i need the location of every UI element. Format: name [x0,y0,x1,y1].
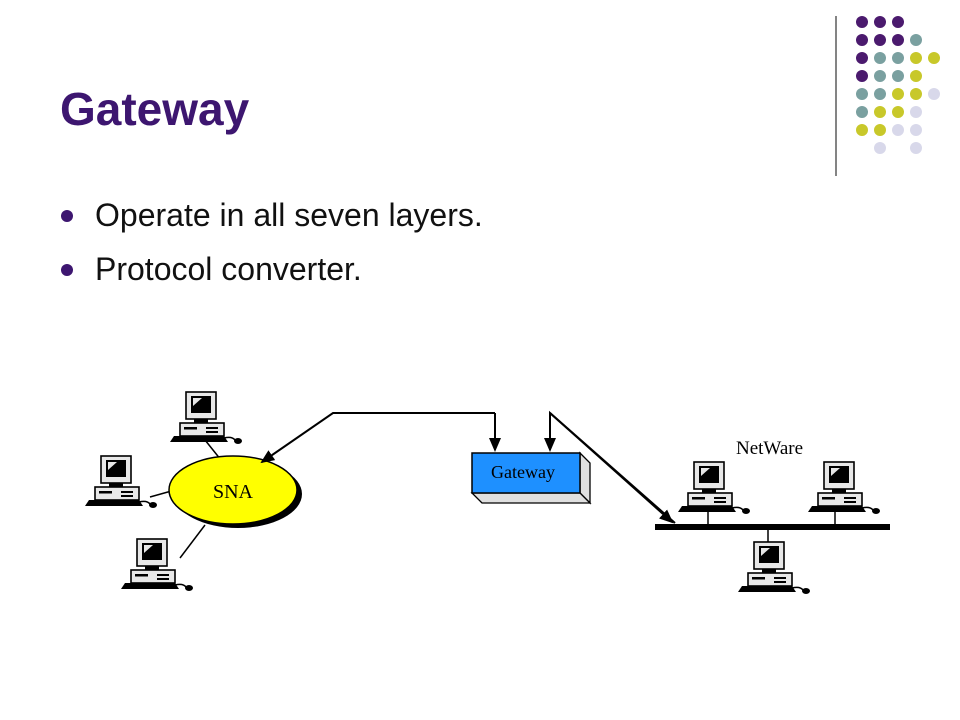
bullet-text: Protocol converter. [95,251,362,287]
decorative-dot-grid [835,16,940,176]
netware-label: NetWare [736,438,803,459]
bullet-dot-icon [61,210,73,222]
sna-link-line [179,524,206,559]
sna-network-ellipse: SNA [168,455,302,528]
bullet-dot-icon [61,264,73,276]
bullet-list: Operate in all seven layers. Protocol co… [60,188,483,296]
computer-icon [84,455,158,509]
computer-icon [807,461,881,515]
computer-icon [737,541,811,595]
sna-label: SNA [213,481,254,503]
slide-title: Gateway [60,83,250,135]
arrow-to-sna [260,412,495,464]
computer-icon [120,538,194,592]
bullet-text: Operate in all seven layers. [95,197,483,233]
bullet-item: Protocol converter. [60,242,483,296]
computer-icon [677,461,751,515]
bullet-item: Operate in all seven layers. [60,188,483,242]
gateway-label: Gateway [491,462,555,482]
computer-icon [169,391,243,445]
gateway-box: Gateway [470,451,592,505]
arrow-to-netware [549,412,674,524]
